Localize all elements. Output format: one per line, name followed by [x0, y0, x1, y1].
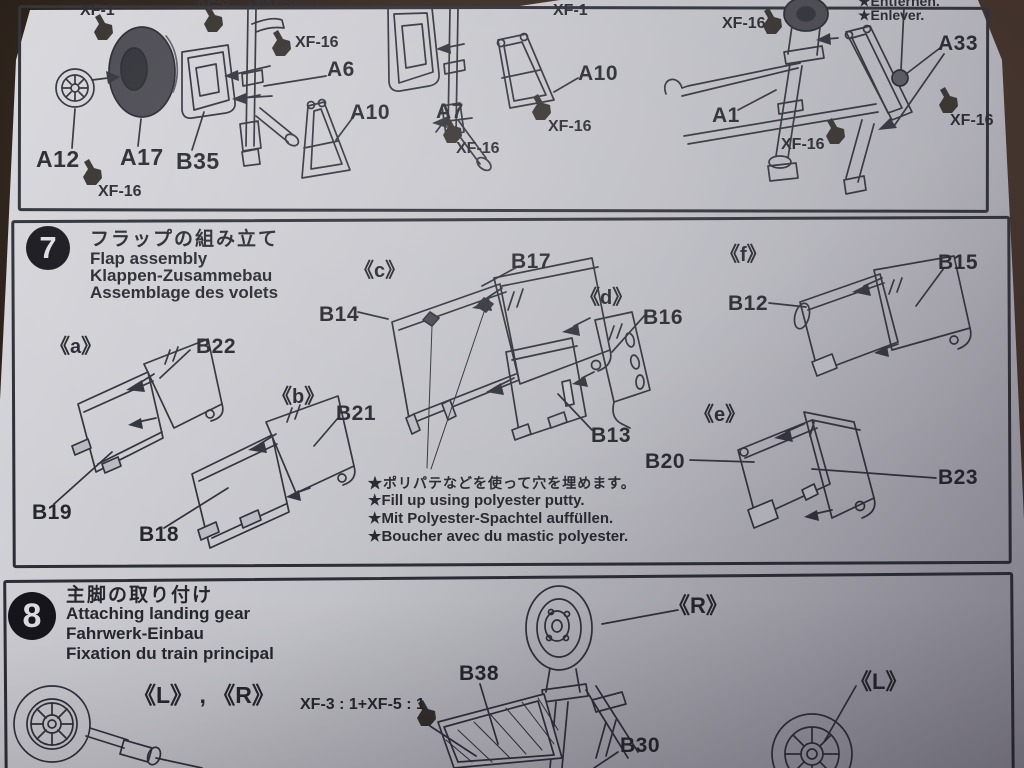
label-part-b13: B13 — [591, 424, 632, 447]
label-part-b21: B21 — [336, 402, 377, 425]
label-paint-mix-8: XF-3 : 1+XF-5 : 1 — [300, 696, 425, 713]
label-xf1-left: XF-1 — [80, 2, 115, 19]
label-part-b17: B17 — [511, 250, 552, 273]
label-xf16-5: XF-16 — [722, 15, 766, 32]
step8-title-fr: Fixation du train principal — [66, 644, 274, 663]
label-part-b30: B30 — [620, 734, 661, 757]
label-paint-mix-top: XF-3 : 1+XF-5 : 1 — [196, 0, 321, 10]
label-part-b20: B20 — [645, 450, 686, 473]
label-part-b15: B15 — [938, 251, 979, 274]
label-part-b23: B23 — [938, 466, 979, 489]
main-gear-drawing — [525, 585, 639, 768]
step8-title-en: Attaching landing gear — [66, 604, 251, 623]
label-xf16-7: XF-16 — [950, 112, 994, 129]
gear-door-b35-drawing — [181, 44, 236, 119]
step7-drawing — [53, 255, 972, 549]
putty-note-de: ★Mit Polyester-Spachtel auffüllen. — [368, 510, 614, 527]
putty-note-fr: ★Boucher avec du mastic polyester. — [368, 528, 629, 545]
assembly-arrows — [126, 284, 889, 521]
label-sub-a: 《a》 — [50, 336, 102, 358]
wheel-hub-a12-drawing — [55, 68, 95, 108]
label-xf1-center: XF-1 — [553, 2, 588, 19]
label-sub-d: 《d》 — [580, 287, 633, 309]
label-sub-f: 《f》 — [720, 244, 767, 266]
label-sub-c: 《c》 — [354, 260, 406, 282]
label-part-b14: B14 — [319, 303, 360, 326]
step7-title-en: Flap assembly — [90, 249, 208, 268]
label-part-a33: A33 — [938, 32, 979, 55]
label-xf16-6: XF-16 — [781, 136, 825, 153]
label-part-a12: A12 — [36, 146, 80, 172]
label-part-a1: A1 — [712, 104, 740, 127]
flap-diagram-e — [737, 411, 876, 529]
label-xf16-1: XF-16 — [295, 34, 339, 51]
flap-diagram-a — [71, 338, 224, 474]
flap-diagram-d — [505, 311, 651, 441]
label-xf16-3: XF-16 — [548, 118, 592, 135]
flap-diagram-c — [391, 257, 612, 435]
label-sub-e: 《e》 — [694, 404, 746, 426]
brace-a10-right-drawing — [496, 32, 555, 109]
step7-title-de: Klappen-Zusammebau — [90, 266, 273, 285]
label-variant-lr: 《L》 , 《R》 — [133, 682, 275, 708]
label-xf16-2: XF-16 — [456, 140, 500, 157]
left-wheel-drawing — [13, 685, 203, 768]
label-xf16-4: XF-16 — [98, 183, 142, 200]
label-part-b35: B35 — [176, 148, 220, 174]
putty-notes: ★ポリパテなどを使って穴を埋めます。 ★Fill up using polyes… — [368, 474, 636, 546]
label-part-a17: A17 — [120, 144, 164, 170]
top-panel-drawing — [55, 0, 958, 195]
label-part-b19: B19 — [32, 501, 73, 524]
brace-a10-left-drawing — [301, 98, 351, 179]
label-part-a6: A6 — [327, 58, 355, 81]
label-sub-b: 《b》 — [272, 386, 325, 408]
label-part-b18: B18 — [139, 523, 180, 546]
label-part-a10-left: A10 — [350, 101, 391, 124]
step7-title-ja: フラップの組み立て — [90, 229, 280, 250]
label-part-b16: B16 — [643, 306, 684, 329]
label-part-a7: A7 — [436, 100, 464, 123]
b38-panel-drawing — [437, 693, 563, 768]
step7-number-badge: 7 — [26, 226, 70, 270]
step7-title-fr: Assemblage des volets — [90, 283, 279, 302]
label-variant-r: 《R》 — [668, 593, 728, 618]
putty-note-en: ★Fill up using polyester putty. — [368, 492, 585, 509]
label-remove-de: ★Entfernen. — [858, 0, 940, 9]
tire-a17-drawing — [108, 26, 179, 118]
tailwheel-assembly-drawing — [663, 0, 913, 195]
right-wheel-drawing — [771, 713, 853, 768]
label-part-b12: B12 — [728, 292, 769, 315]
assembly-arrows — [106, 33, 897, 130]
label-remove-fr: ★Enlever. — [858, 7, 925, 23]
label-part-a10-right: A10 — [578, 62, 619, 85]
strut-a6-drawing — [239, 7, 300, 167]
step8-title-de: Fahrwerk-Einbau — [66, 624, 204, 643]
putty-note-ja: ★ポリパテなどを使って穴を埋めます。 — [368, 475, 636, 491]
label-variant-l: 《L》 — [850, 669, 908, 694]
label-part-b38: B38 — [459, 662, 500, 685]
label-part-b22: B22 — [196, 335, 237, 358]
step8-drawing — [13, 585, 857, 768]
step8-number-badge: 8 — [8, 592, 56, 640]
step8-title-ja: 主脚の取り付け — [66, 585, 214, 606]
